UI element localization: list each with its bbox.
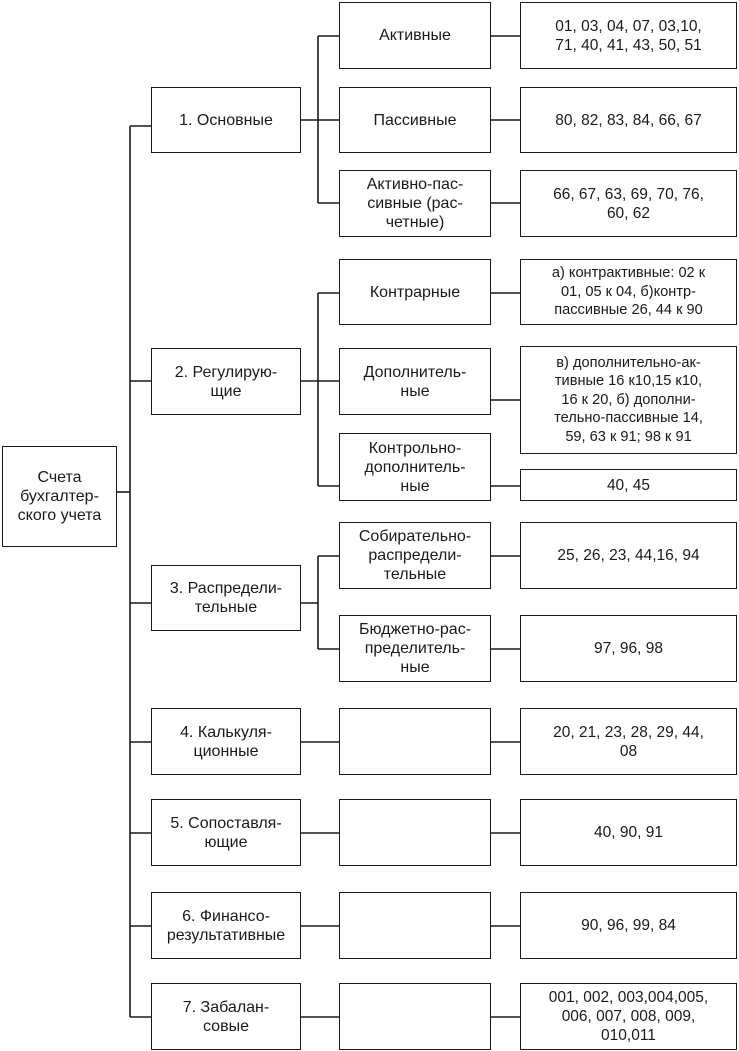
accounts-comparison: 40, 90, 91 [520,799,737,866]
accounts-calculation: 20, 21, 23, 28, 29, 44, 08 [520,708,737,775]
subtype-contra: Контрарные [339,259,491,325]
subtype-additional: Дополнитель- ные [339,348,491,415]
group-2-node: 2. Регулирую- щие [151,348,301,415]
accounts-control-additional: 40, 45 [520,469,737,501]
subtype-collecting-distributing: Собирательно- распредели- тельные [339,522,491,589]
subtype-empty-7 [339,983,491,1050]
subtype-empty-4 [339,708,491,775]
group-5-node: 5. Сопоставля- ющие [151,799,301,866]
subtype-active-passive: Активно-пас- сивные (рас- четные) [339,170,491,237]
group-7-node: 7. Забалан- совые [151,983,301,1050]
accounts-passive: 80, 82, 83, 84, 66, 67 [520,87,737,153]
subtype-budget-distributing: Бюджетно-рас- пределитель- ные [339,615,491,682]
accounts-active-passive: 66, 67, 63, 69, 70, 76, 60, 62 [520,170,737,237]
root-node: Счета бухгалтер- ского учета [2,446,117,547]
accounts-collecting-distributing: 25, 26, 23, 44,16, 94 [520,522,737,589]
subtype-passive: Пассивные [339,87,491,153]
subtype-control-additional: Контрольно- дополнитель- ные [339,433,491,501]
accounts-financial-result: 90, 96, 99, 84 [520,892,737,959]
subtype-active: Активные [339,2,491,69]
group-4-node: 4. Калькуля- ционные [151,708,301,775]
group-1-node: 1. Основные [151,87,301,153]
subtype-empty-6 [339,892,491,959]
accounts-active: 01, 03, 04, 07, 03,10, 71, 40, 41, 43, 5… [520,2,737,69]
subtype-empty-5 [339,799,491,866]
accounts-contra: а) контрактивные: 02 к 01, 05 к 04, б)ко… [520,259,737,325]
accounts-off-balance: 001, 002, 003,004,005, 006, 007, 008, 00… [520,983,737,1050]
group-6-node: 6. Финансо- результативные [151,892,301,959]
accounts-budget-distributing: 97, 96, 98 [520,615,737,682]
group-3-node: 3. Распредели- тельные [151,565,301,631]
accounts-additional: в) дополнительно-ак- тивные 16 к10,15 к1… [520,346,737,454]
